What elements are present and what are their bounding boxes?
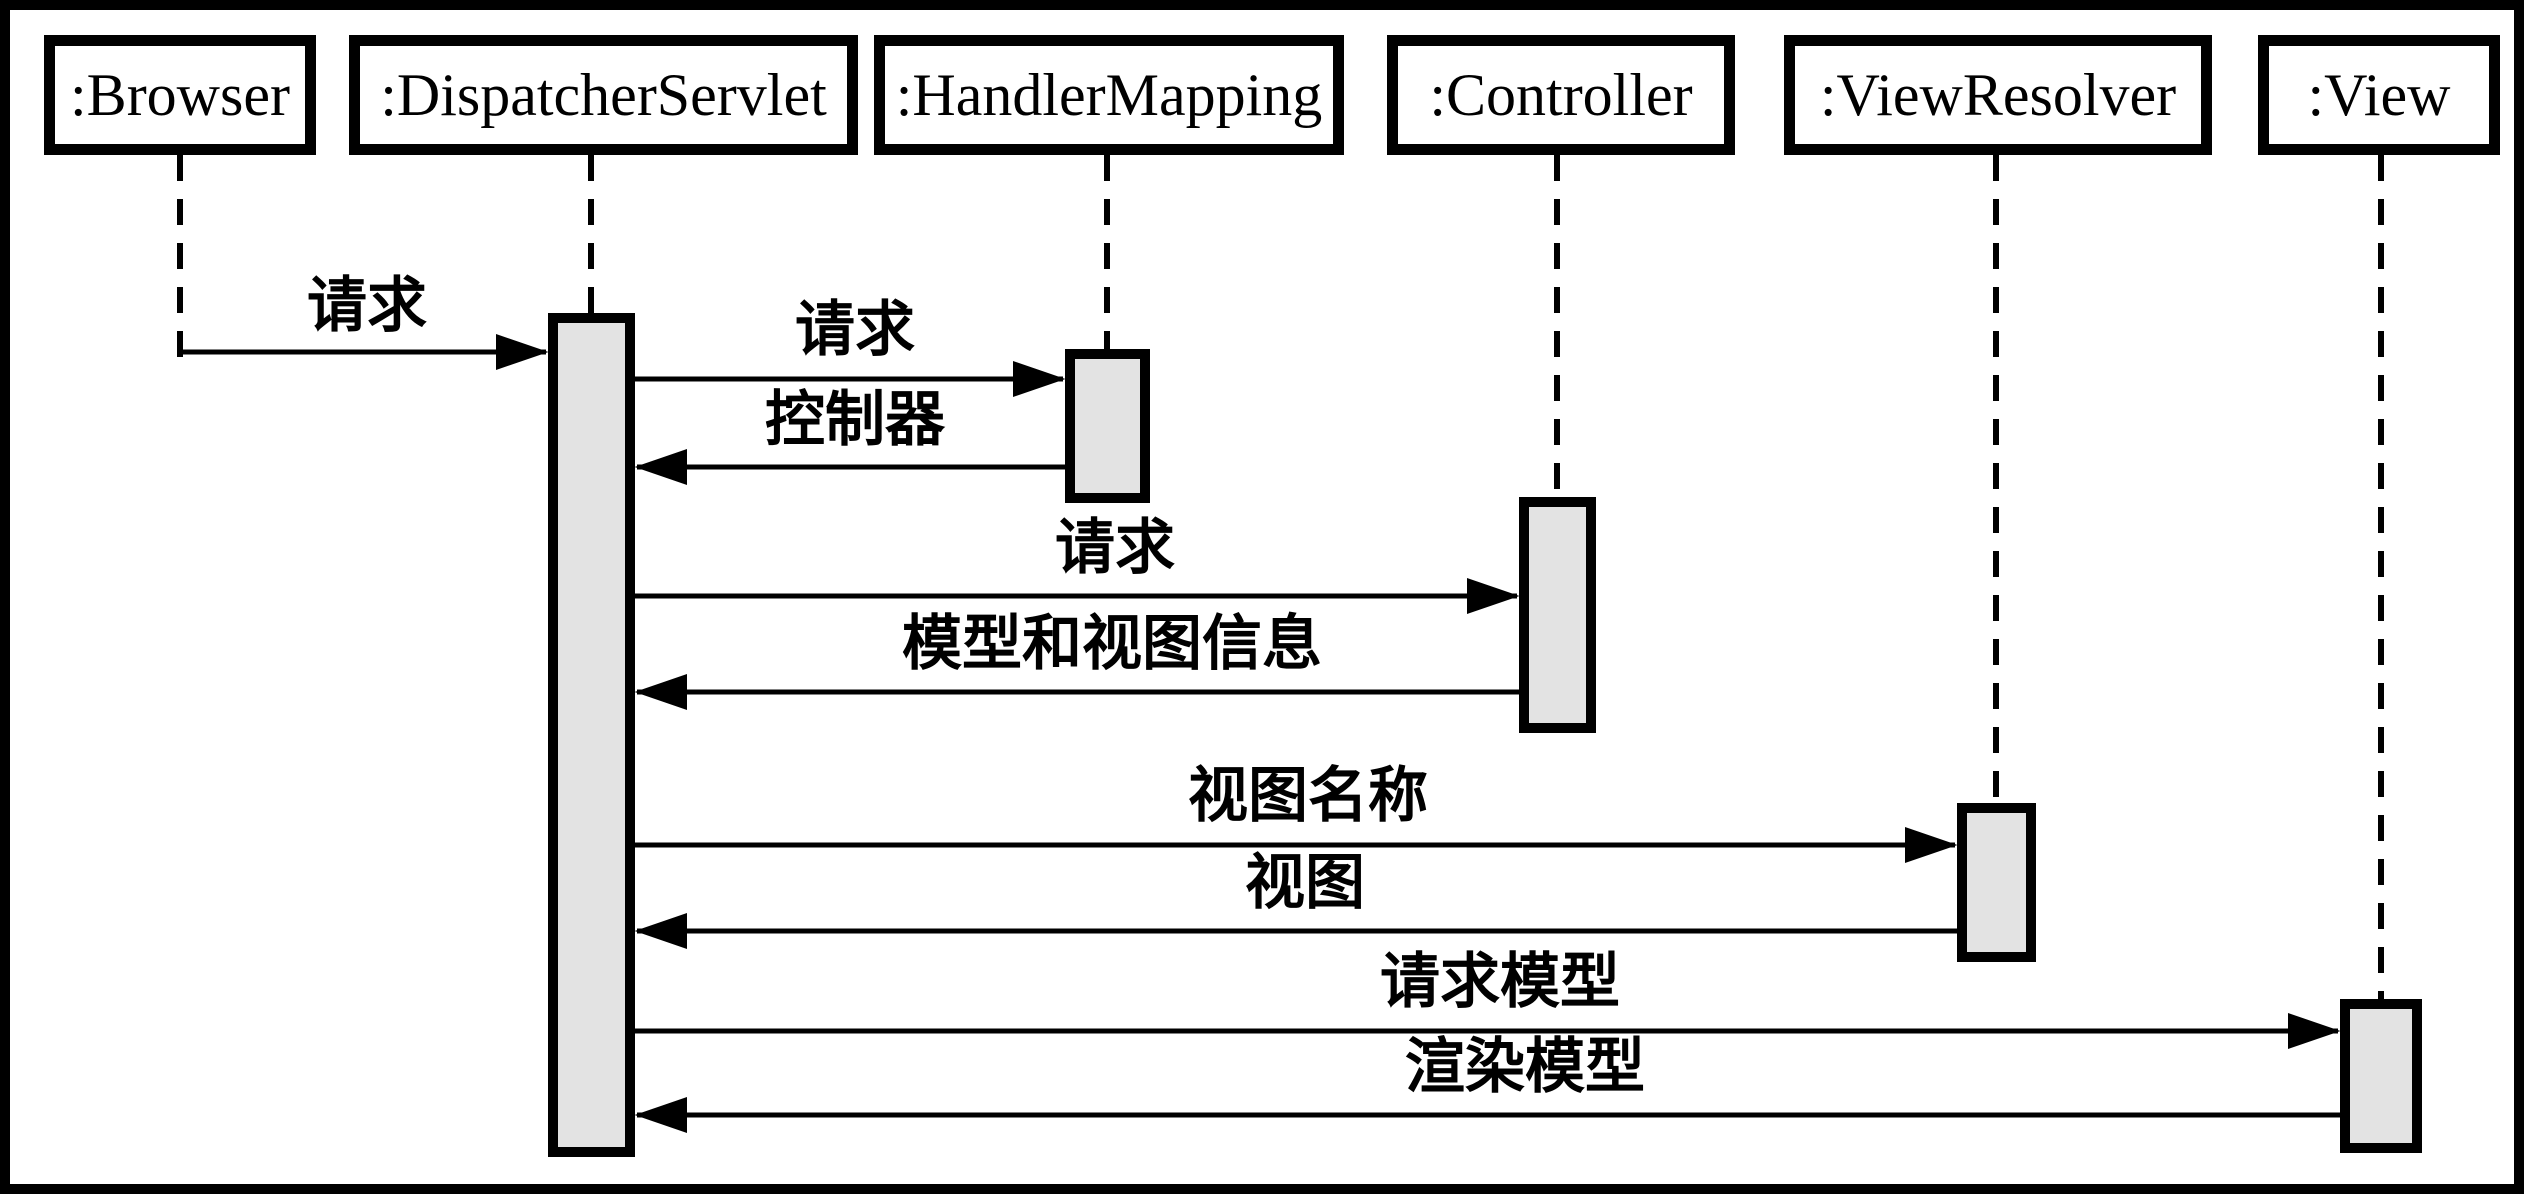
participant-controller: :Controller [1387, 35, 1735, 155]
message-label-render-model: 渲染模型 [1405, 1034, 1645, 1100]
message-label-view-name: 视图名称 [1188, 763, 1428, 829]
message-label-request-3: 请求 [1055, 515, 1175, 581]
participant-dispatcher-servlet: :DispatcherServlet [349, 35, 858, 155]
activation-handler-mapping [1065, 349, 1150, 503]
message-label-controller: 控制器 [765, 387, 945, 453]
message-label-request-1: 请求 [307, 273, 427, 339]
message-label-model-and-view-info: 模型和视图信息 [902, 611, 1322, 677]
activation-view-resolver [1957, 803, 2036, 962]
activation-view [2340, 999, 2422, 1153]
activation-dispatcher-servlet [548, 313, 635, 1157]
participant-browser: :Browser [44, 35, 316, 155]
message-label-request-2: 请求 [795, 297, 915, 363]
message-label-view: 视图 [1245, 850, 1365, 916]
participant-view: :View [2258, 35, 2500, 155]
message-label-request-model: 请求模型 [1380, 949, 1620, 1015]
participant-view-resolver: :ViewResolver [1784, 35, 2212, 155]
participant-handler-mapping: :HandlerMapping [874, 35, 1344, 155]
activation-controller [1519, 497, 1596, 733]
